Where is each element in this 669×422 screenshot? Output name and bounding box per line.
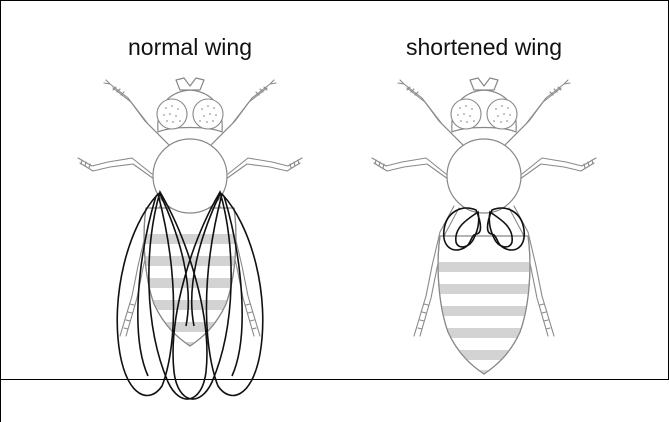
fly-thorax-right [447,139,521,213]
fly-shortened-wing [372,78,596,380]
fly-head-right [451,78,517,132]
label-shortened-wing: shortened wing [406,34,562,61]
label-normal-wing: normal wing [128,34,252,61]
fly-normal-wing [78,78,302,399]
fly-head-left [157,78,223,132]
fly-abdomen-right [424,236,544,380]
